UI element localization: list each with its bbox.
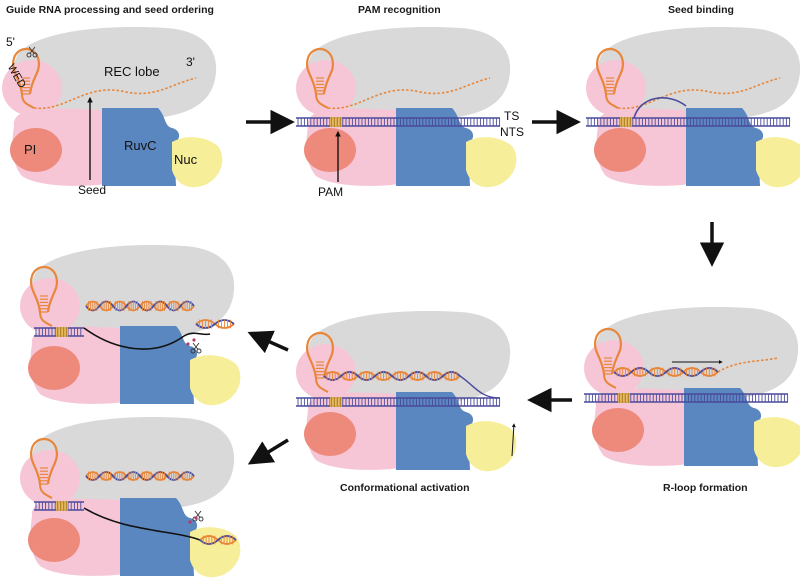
pam-site [56,327,68,337]
panel-title-seed-binding: Seed binding [668,4,734,16]
pi-domain [304,412,356,456]
seed-label: Seed [78,183,106,197]
rec-lobe-label: REC lobe [104,64,160,79]
scissors-icon [190,342,202,354]
pi-label: PI [24,142,36,157]
rec-lobe [597,27,800,120]
rec-lobe [31,245,235,338]
ruvc-label: RuvC [124,138,157,153]
crrna-hairpin [306,47,334,95]
pam-site [56,501,68,511]
rec-lobe [307,27,511,120]
dna-strand [613,367,719,377]
pi-domain [304,128,356,172]
pam-label: PAM [318,185,343,199]
five-prime-label: 5' [6,35,15,49]
nuc-domain [172,137,223,188]
panel-7-complex [20,417,241,578]
three-prime-label: 3' [186,55,195,69]
nuc-domain [190,355,241,406]
panel-3-complex [586,27,800,188]
pam-site [618,393,630,403]
panel-title-conformational-activation: Conformational activation [340,482,470,494]
nuc-domain [466,421,517,472]
nts-label: NTS [500,125,524,139]
guide-rna [306,331,334,393]
nuc-label: Nuc [174,152,198,167]
pi-domain [28,346,80,390]
rec-lobe [307,311,511,404]
crrna-hairpin [12,47,40,95]
dna-strand [85,300,195,312]
pam-site [620,117,632,127]
panel-title-guide-rna: Guide RNA processing and seed ordering [6,4,214,16]
rec-lobe [595,307,799,400]
nuc-domain [466,137,517,188]
crrna-spacer [33,77,197,110]
ruvc-domain [120,326,198,404]
guide-rna [594,327,622,389]
ruvc-domain [396,392,474,470]
crrna-hairpin [306,331,334,379]
panel-5-complex [296,311,517,472]
seed-dna [633,97,687,119]
guide-rna [30,265,58,327]
pam-site [330,117,342,127]
rec-lobe [31,417,235,510]
dna-strand [323,371,461,381]
ts-label: TS [504,109,519,123]
pi-domain [10,128,62,172]
scissors-icon [26,46,38,58]
panel-4-complex [584,307,800,468]
non-target-strand-loop [83,327,211,350]
panel-title-pam-recognition: PAM recognition [358,4,441,16]
panel-title-r-loop: R-loop formation [663,482,748,494]
guide-rna [596,47,624,109]
crrna-hairpin [30,437,58,485]
cleaved-strand [83,507,201,541]
crrna-hairpin [594,327,622,375]
ruvc-domain [684,388,762,466]
dna-strand [85,471,195,481]
pam-site [330,397,342,407]
ruvc-domain [686,108,764,186]
rec-lobe [13,27,217,120]
ruvc-domain [396,108,474,186]
dna-strand [195,319,235,329]
dna-strand [199,535,237,545]
panel-2-complex: TS NTS PAM [296,27,524,199]
nuc-domain [754,417,800,468]
activation-arrow [511,423,516,457]
scissors-icon [192,510,204,522]
crrna-hairpin [596,47,624,95]
guide-rna [30,437,58,499]
process-arrow-icon [247,438,289,465]
panel-6-complex [20,245,241,406]
guide-rna [12,47,40,109]
ruvc-domain [102,108,180,186]
guide-rna [306,47,334,109]
pi-domain [592,408,644,452]
nuc-domain [190,527,241,578]
ruvc-domain [120,498,198,576]
process-arrow-icon [247,330,289,354]
pi-domain [28,518,80,562]
crrna-spacer [327,77,491,110]
crrna-hairpin [30,265,58,313]
pi-domain [594,128,646,172]
nuc-domain [756,137,800,188]
